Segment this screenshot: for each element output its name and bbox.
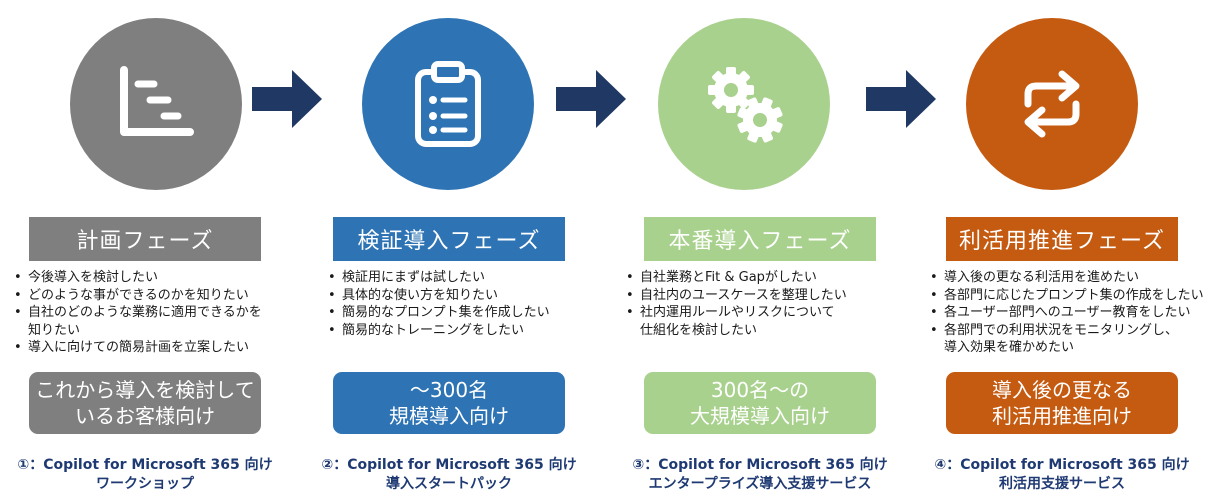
- bullet-item: 導入後の更なる利活用を進めたい: [928, 269, 1218, 287]
- verify-service-name: ②：Copilot for Microsoft 365 向け 導入スタートパック: [299, 456, 599, 494]
- bullet-item: 自社のどのような業務に適用できるかを: [12, 304, 284, 322]
- plan-target-box: これから導入を検討して いるお客様向け: [29, 372, 261, 434]
- target-line: 300名～の: [710, 378, 810, 402]
- bullet-item: 簡易的なトレーニングをしたい: [326, 322, 598, 340]
- bullet-item: 検証用にまずは試したい: [326, 269, 598, 287]
- target-line: これから導入を検討して: [35, 378, 255, 402]
- service-subtitle: 導入スタートパック: [386, 476, 512, 492]
- flow-arrow-1: [252, 70, 322, 128]
- gears-icon: [708, 67, 783, 143]
- target-line: 導入後の更なる: [992, 378, 1132, 402]
- verify-target-box: ～300名 規模導入向け: [333, 372, 565, 434]
- bullet-item: 簡易的なプロンプト集を作成したい: [326, 304, 598, 322]
- production-target-box: 300名～の 大規模導入向け: [644, 372, 876, 434]
- service-subtitle: エンタープライズ導入支援サービス: [648, 476, 872, 492]
- cycle-arrows-icon: [1024, 70, 1080, 138]
- production-service-name: ③：Copilot for Microsoft 365 向け エンタープライズ導…: [610, 456, 910, 494]
- flow-arrow-2: [556, 70, 626, 128]
- verify-phase-circle: [362, 18, 534, 190]
- bullet-continuation: 仕組化を検討したい: [640, 322, 758, 338]
- bullet-item: 具体的な使い方を知りたい: [326, 287, 598, 305]
- promotion-phase-bullets: 導入後の更なる利活用を進めたい 各部門に応じたプロンプト集の作成をしたい 各ユー…: [928, 269, 1218, 357]
- bullet-item: 各ユーザー部門へのユーザー教育をしたい: [928, 304, 1218, 322]
- production-phase-title: 本番導入フェーズ: [644, 217, 876, 261]
- bullet-item: 今後導入を検討したい: [12, 269, 284, 287]
- service-title: ②：Copilot for Microsoft 365 向け: [321, 457, 577, 473]
- target-line: いるお客様向け: [75, 404, 215, 428]
- plan-phase-title: 計画フェーズ: [29, 217, 261, 261]
- bullet-item: 自社内のユースケースを整理したい: [624, 287, 896, 305]
- bullet-item: 導入に向けての簡易計画を立案したい: [12, 339, 284, 357]
- bullet-continuation: 導入効果を確かめたい: [944, 340, 1075, 355]
- target-line: 利活用推進向け: [992, 404, 1132, 428]
- bullet-item: 社内運用ルールやリスクについて: [624, 304, 896, 322]
- bullet-continuation: 知りたい: [28, 322, 81, 338]
- target-line: 大規模導入向け: [690, 404, 830, 428]
- service-title: ④：Copilot for Microsoft 365 向け: [934, 457, 1190, 473]
- verify-phase-title: 検証導入フェーズ: [333, 217, 565, 261]
- bullet-item: 各部門での利用状況をモニタリングし、: [928, 322, 1218, 340]
- promotion-phase-title: 利活用推進フェーズ: [946, 217, 1178, 261]
- bullet-item: どのような事ができるのかを知りたい: [12, 287, 284, 305]
- target-line: 規模導入向け: [389, 404, 509, 428]
- service-subtitle: 利活用支援サービス: [999, 476, 1125, 492]
- bullet-item: 自社業務とFit & Gapがしたい: [624, 269, 896, 287]
- plan-service-name: ①：Copilot for Microsoft 365 向け ワークショップ: [0, 456, 295, 494]
- target-line: ～300名: [409, 378, 489, 402]
- verify-phase-bullets: 検証用にまずは試したい 具体的な使い方を知りたい 簡易的なプロンプト集を作成した…: [326, 269, 598, 339]
- flow-arrow-3: [866, 70, 936, 128]
- promotion-target-box: 導入後の更なる 利活用推進向け: [946, 372, 1178, 434]
- promotion-service-name: ④：Copilot for Microsoft 365 向け 利活用支援サービス: [912, 456, 1212, 494]
- service-title: ③：Copilot for Microsoft 365 向け: [632, 457, 888, 473]
- bullet-item: 各部門に応じたプロンプト集の作成をしたい: [928, 287, 1218, 305]
- service-title: ①：Copilot for Microsoft 365 向け: [17, 457, 273, 473]
- production-phase-circle: [658, 18, 830, 190]
- clipboard-list-icon: [415, 61, 481, 147]
- plan-phase-circle: [70, 18, 242, 190]
- plan-phase-bullets: 今後導入を検討したい どのような事ができるのかを知りたい 自社のどのような業務に…: [12, 269, 284, 357]
- service-subtitle: ワークショップ: [96, 476, 194, 492]
- timeline-chart-icon: [120, 66, 194, 136]
- production-phase-bullets: 自社業務とFit & Gapがしたい 自社内のユースケースを整理したい 社内運用…: [624, 269, 896, 339]
- promotion-phase-circle: [966, 18, 1138, 190]
